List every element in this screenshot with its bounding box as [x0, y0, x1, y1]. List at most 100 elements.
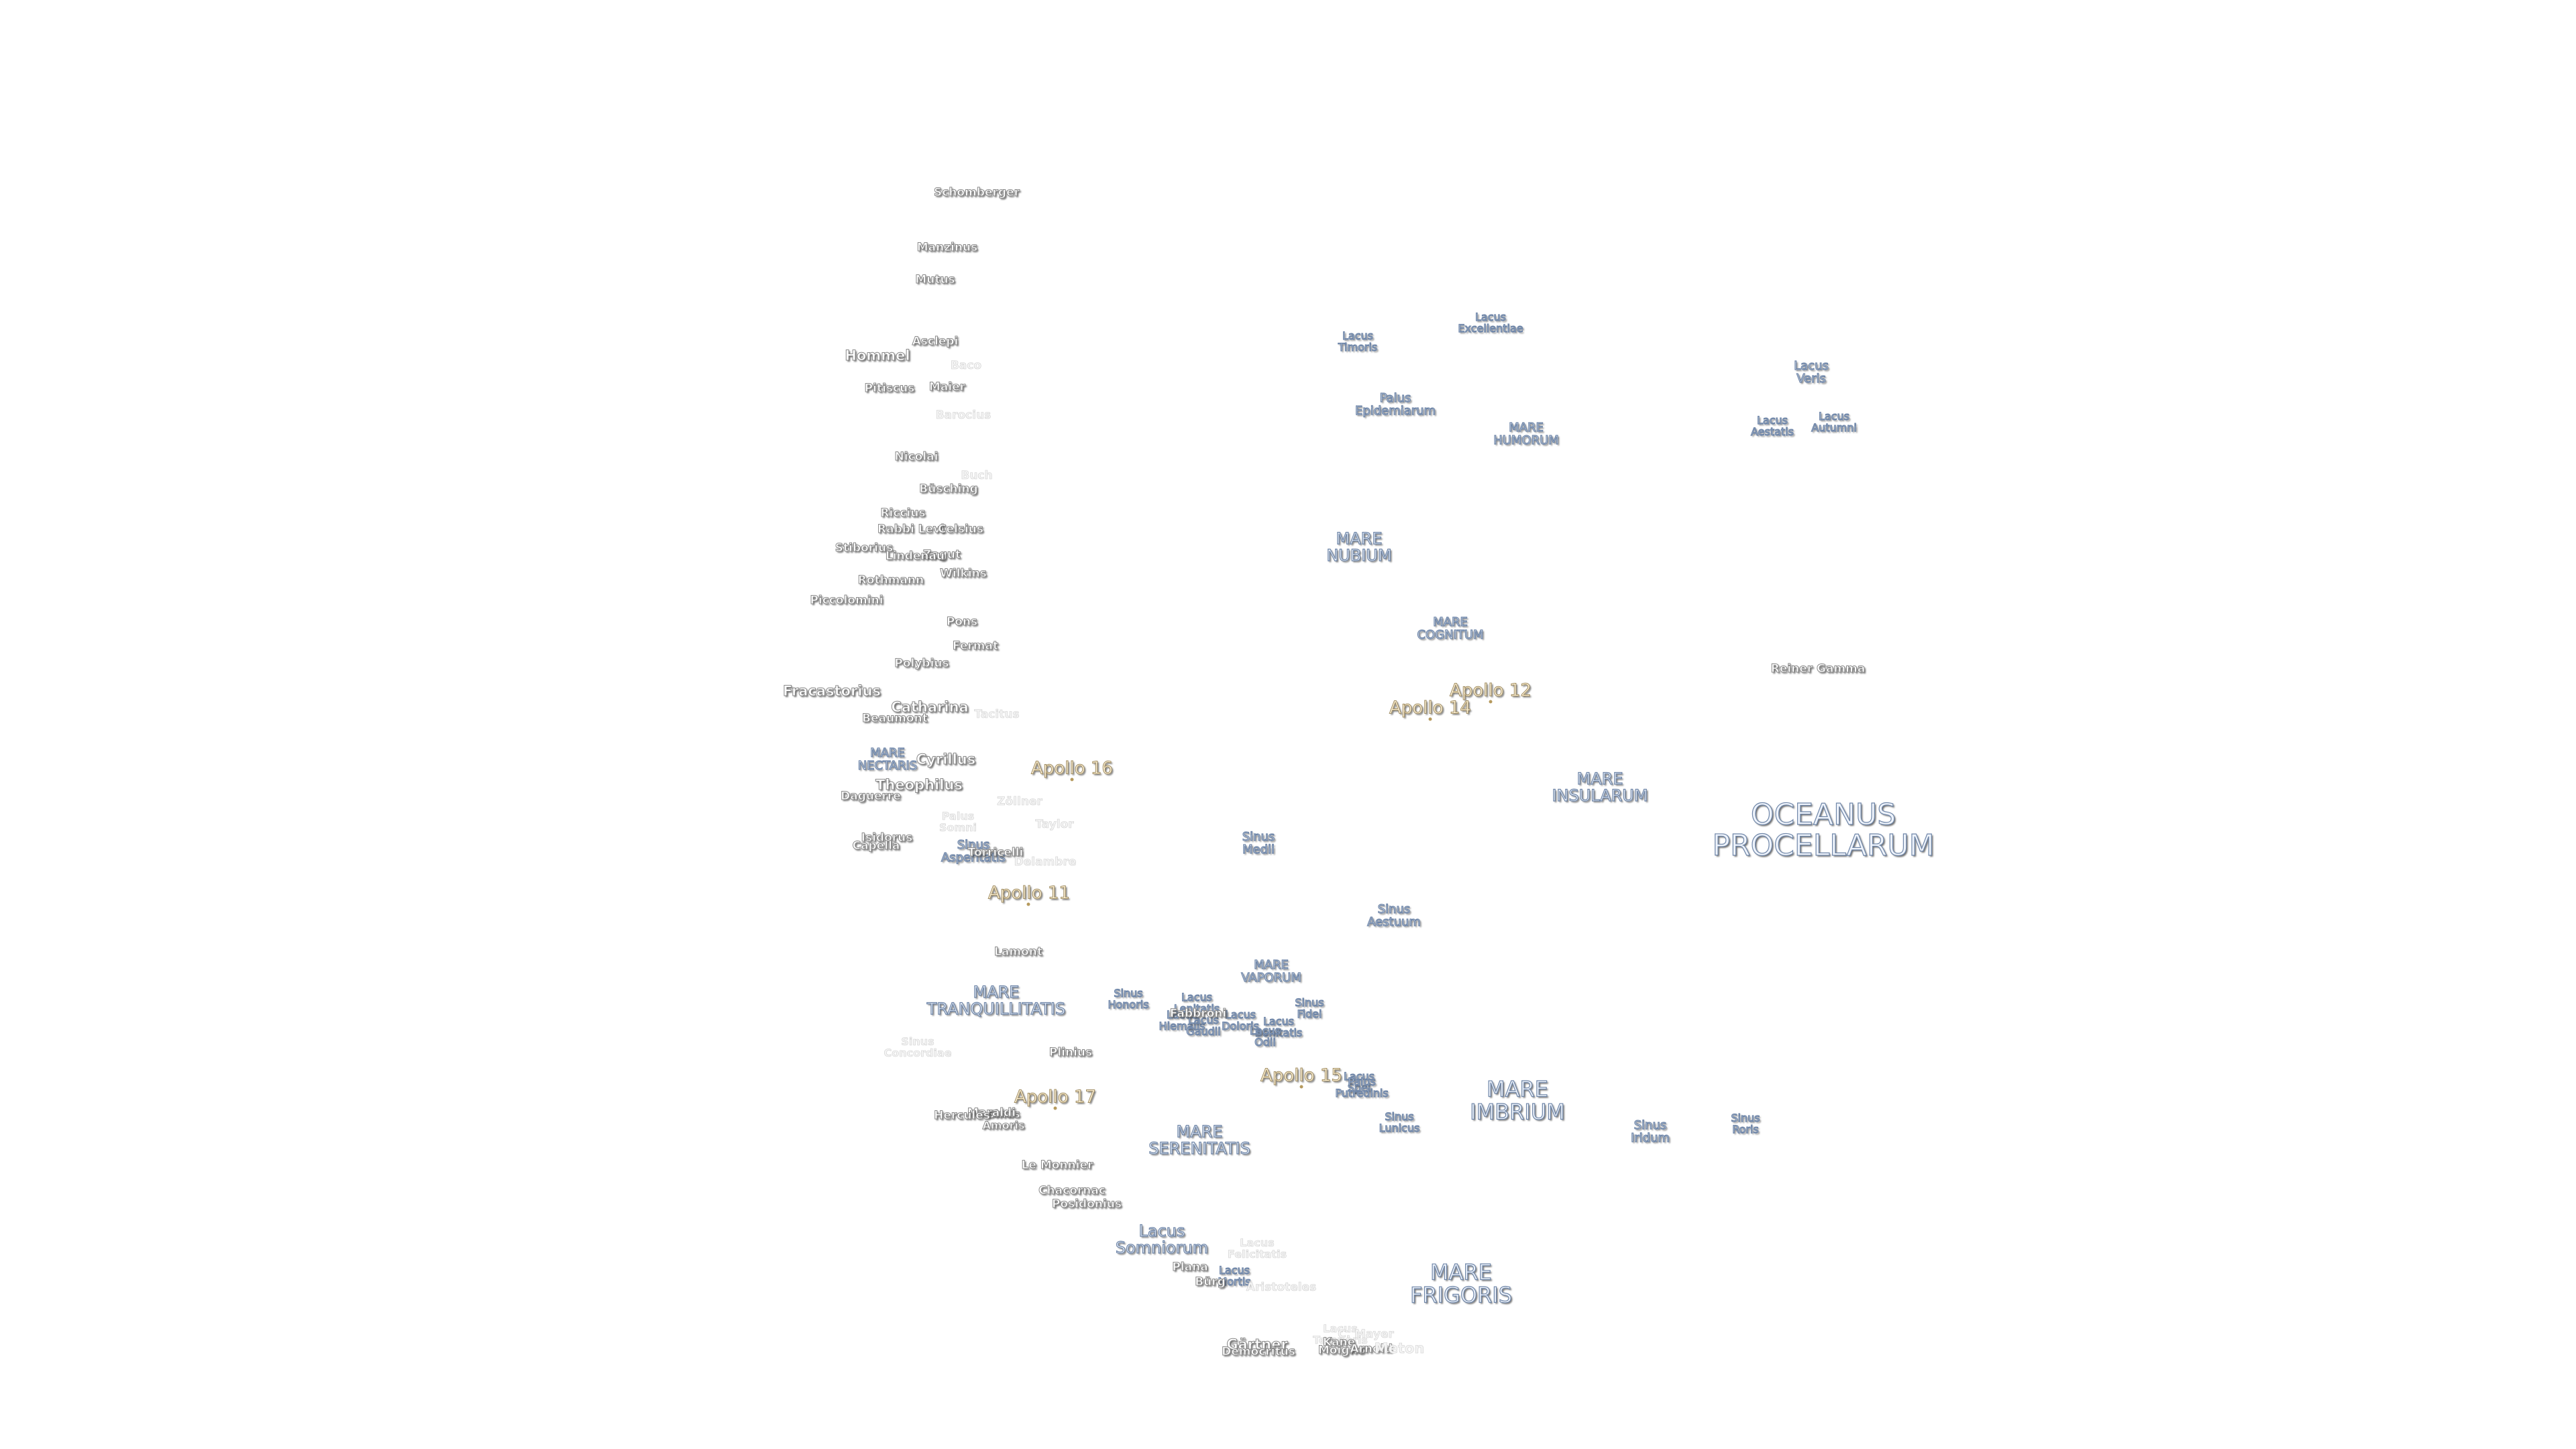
crater-label-piccolomini[interactable]: Piccolomini	[810, 594, 883, 608]
sea-label-mare-insularum[interactable]: MARE INSULARUM	[1552, 769, 1648, 805]
lake-label-lacus-doloris[interactable]: Lacus Doloris	[1222, 1008, 1260, 1032]
sea-label-mare-nubium[interactable]: MARE NUBIUM	[1326, 529, 1393, 565]
crater-label-polybius[interactable]: Polybius	[894, 657, 949, 671]
sea-label-mare-frigoris[interactable]: MARE FRIGORIS	[1409, 1259, 1513, 1307]
lake-label-lacus-timoris[interactable]: Lacus Timoris	[1338, 329, 1378, 354]
crater-label-asclepi[interactable]: Asclepi	[912, 335, 959, 349]
crater-label-arnold[interactable]: Arnold	[1350, 1342, 1393, 1356]
crater-label-reiner-gamma[interactable]: Reiner Gamma	[1770, 662, 1866, 676]
crater-label-taylor[interactable]: Taylor	[1035, 818, 1074, 832]
crater-label-baco[interactable]: Baco	[950, 359, 982, 373]
crater-label-rabbi-levi[interactable]: Rabbi Levi	[877, 523, 945, 537]
crater-label-rothmann[interactable]: Rothmann	[857, 574, 924, 588]
bay-label-sinus-lunicus[interactable]: Sinus Lunicus	[1379, 1110, 1420, 1134]
crater-label-chacornac[interactable]: Chacornac	[1038, 1184, 1106, 1198]
crater-label-manzinus[interactable]: Manzinus	[916, 241, 978, 255]
crater-label-moigno[interactable]: Moigno	[1318, 1344, 1366, 1358]
apollo-16-label[interactable]: Apollo 16	[1031, 758, 1114, 779]
lake-label-lacus-lenitatis[interactable]: Lacus Lenitatis	[1173, 991, 1220, 1015]
crater-label-burg[interactable]: Bürg	[1195, 1275, 1226, 1289]
crater-label-nicolai[interactable]: Nicolai	[894, 450, 938, 464]
crater-label-kane[interactable]: Kane	[1322, 1336, 1356, 1350]
sea-label-mare-imbrium[interactable]: MARE IMBRIUM	[1470, 1076, 1566, 1124]
lake-label-lacus-hiemalis[interactable]: Lacus Hiemalis	[1159, 1008, 1205, 1032]
crater-label-mutus[interactable]: Mutus	[915, 273, 955, 287]
crater-label-delambre[interactable]: Delambre	[1014, 855, 1077, 869]
crater-label-plana[interactable]: Plana	[1172, 1260, 1208, 1275]
bay-label-sinus-amoris[interactable]: Sinus Amoris	[982, 1108, 1025, 1132]
apollo-12-label[interactable]: Apollo 12	[1450, 680, 1532, 701]
crater-label-hommel[interactable]: Hommel	[845, 347, 910, 364]
apollo-14-label[interactable]: Apollo 14	[1389, 698, 1472, 718]
crater-label-lamont[interactable]: Lamont	[994, 945, 1043, 959]
crater-label-le-monnier[interactable]: Le Monnier	[1021, 1159, 1093, 1173]
sea-label-oceanus-procellarum[interactable]: OCEANUS PROCELLARUM	[1712, 797, 1935, 863]
lake-label-lacus-odii[interactable]: Lacus Odii	[1249, 1024, 1281, 1049]
sea-label-mare-serenitatis[interactable]: MARE SERENITATIS	[1148, 1122, 1251, 1158]
bay-label-sinus-honoris[interactable]: Sinus Honoris	[1108, 987, 1149, 1011]
lake-label-lacus-bonitatis[interactable]: Lacus Bonitatis	[1254, 1015, 1303, 1039]
crater-label-cyrillus[interactable]: Cyrillus	[916, 751, 976, 767]
crater-label-catharina[interactable]: Catharina	[891, 698, 969, 715]
crater-label-fabbroni[interactable]: Fabbroni	[1169, 1007, 1227, 1021]
crater-label-pitiscus[interactable]: Pitiscus	[864, 382, 915, 396]
sea-label-mare-cognitum[interactable]: MARE COGNITUM	[1417, 615, 1484, 642]
crater-label-democritus[interactable]: Democritus	[1222, 1345, 1296, 1359]
crater-label-buch[interactable]: Buch	[961, 469, 993, 483]
crater-label-maraldi[interactable]: Maraldi	[967, 1106, 1016, 1120]
marsh-label-palus-putredinis[interactable]: Palus Putredinis	[1335, 1075, 1389, 1099]
crater-label-posidonius[interactable]: Posidonius	[1051, 1197, 1122, 1212]
crater-label-fracastorius[interactable]: Fracastorius	[782, 682, 881, 699]
bay-label-sinus-fidei[interactable]: Sinus Fidei	[1295, 996, 1324, 1020]
crater-label-schomberger[interactable]: Schomberger	[934, 186, 1020, 200]
crater-label-theophilus[interactable]: Theophilus	[875, 776, 963, 793]
crater-label-capella[interactable]: Capella	[852, 839, 900, 853]
crater-label-tacitus[interactable]: Tacitus	[974, 708, 1020, 722]
crater-label-stiborius[interactable]: Stiborius	[835, 541, 894, 555]
bay-label-sinus-asperitatis[interactable]: Sinus Asperitatis	[941, 838, 1006, 865]
crater-label-pons[interactable]: Pons	[946, 615, 978, 629]
crater-label-plinius[interactable]: Plinius	[1049, 1046, 1093, 1060]
crater-label-meton[interactable]: Meton	[1374, 1340, 1425, 1356]
crater-label-wilkins[interactable]: Wilkins	[940, 567, 987, 581]
lake-label-lacus-aestatis[interactable]: Lacus Aestatis	[1750, 414, 1794, 438]
crater-label-zagut[interactable]: Zagut	[922, 548, 961, 562]
lake-label-lacus-excellentiae[interactable]: Lacus Excellentiae	[1458, 311, 1523, 335]
crater-label-busching[interactable]: Büsching	[919, 482, 978, 496]
sea-label-mare-tranquillitatis[interactable]: MARE TRANQUILLITATIS	[926, 982, 1066, 1018]
lake-label-lacus-temporis[interactable]: Lacus Temporis	[1313, 1322, 1368, 1346]
crater-label-torricelli[interactable]: Torricelli	[967, 846, 1024, 860]
crater-label-hercules[interactable]: Hercules	[934, 1109, 991, 1123]
bay-label-sinus-iridum[interactable]: Sinus Iridum	[1630, 1118, 1670, 1145]
crater-label-maier[interactable]: Maier	[928, 380, 966, 394]
crater-label-c-mayer[interactable]: C. Mayer	[1338, 1328, 1394, 1342]
sea-label-mare-nectaris[interactable]: MARE NECTARIS	[857, 746, 918, 773]
sea-label-mare-vaporum[interactable]: MARE VAPORUM	[1241, 958, 1302, 985]
lake-label-lacus-mortis[interactable]: Lacus Mortis	[1218, 1264, 1251, 1288]
crater-label-gartner[interactable]: Gärtner	[1226, 1336, 1288, 1352]
bay-label-sinus-medii[interactable]: Sinus Medii	[1242, 830, 1275, 857]
crater-label-fermat[interactable]: Fermat	[952, 639, 999, 653]
crater-label-zollner[interactable]: Zöllner	[997, 795, 1042, 809]
bay-label-sinus-roris[interactable]: Sinus Roris	[1731, 1112, 1760, 1136]
lake-label-lacus-gaudii[interactable]: Lacus Gaudii	[1186, 1014, 1222, 1038]
apollo-17-label[interactable]: Apollo 17	[1014, 1087, 1097, 1108]
marsh-label-palus-somni[interactable]: Palus Somni	[938, 810, 977, 834]
lake-label-lacus-felicitatis[interactable]: Lacus Felicitatis	[1227, 1236, 1287, 1260]
apollo-15-label[interactable]: Apollo 15	[1260, 1065, 1343, 1086]
lake-label-lacus-somniorum[interactable]: Lacus Somniorum	[1115, 1221, 1209, 1257]
crater-label-isidorus[interactable]: Isidorus	[861, 831, 913, 845]
bay-label-sinus-concordiae[interactable]: Sinus Concordiae	[883, 1035, 952, 1059]
crater-label-riccius[interactable]: Riccius	[880, 506, 926, 521]
crater-label-daguerre[interactable]: Daguerre	[841, 790, 902, 804]
lake-label-lacus-veris[interactable]: Lacus Veris	[1794, 359, 1829, 386]
lake-label-lacus-spei[interactable]: Lacus Spei	[1343, 1070, 1375, 1094]
crater-label-aristoteles[interactable]: Aristoteles	[1246, 1281, 1317, 1295]
lake-label-lacus-autumni[interactable]: Lacus Autumni	[1811, 410, 1858, 434]
apollo-11-label[interactable]: Apollo 11	[988, 883, 1071, 904]
crater-label-barocius[interactable]: Barocius	[935, 409, 991, 423]
bay-label-sinus-aestuum[interactable]: Sinus Aestuum	[1366, 902, 1421, 929]
crater-label-lindenau[interactable]: Lindenau	[885, 549, 945, 564]
marsh-label-palus-epidemiarum[interactable]: Palus Epidemiarum	[1354, 391, 1436, 418]
